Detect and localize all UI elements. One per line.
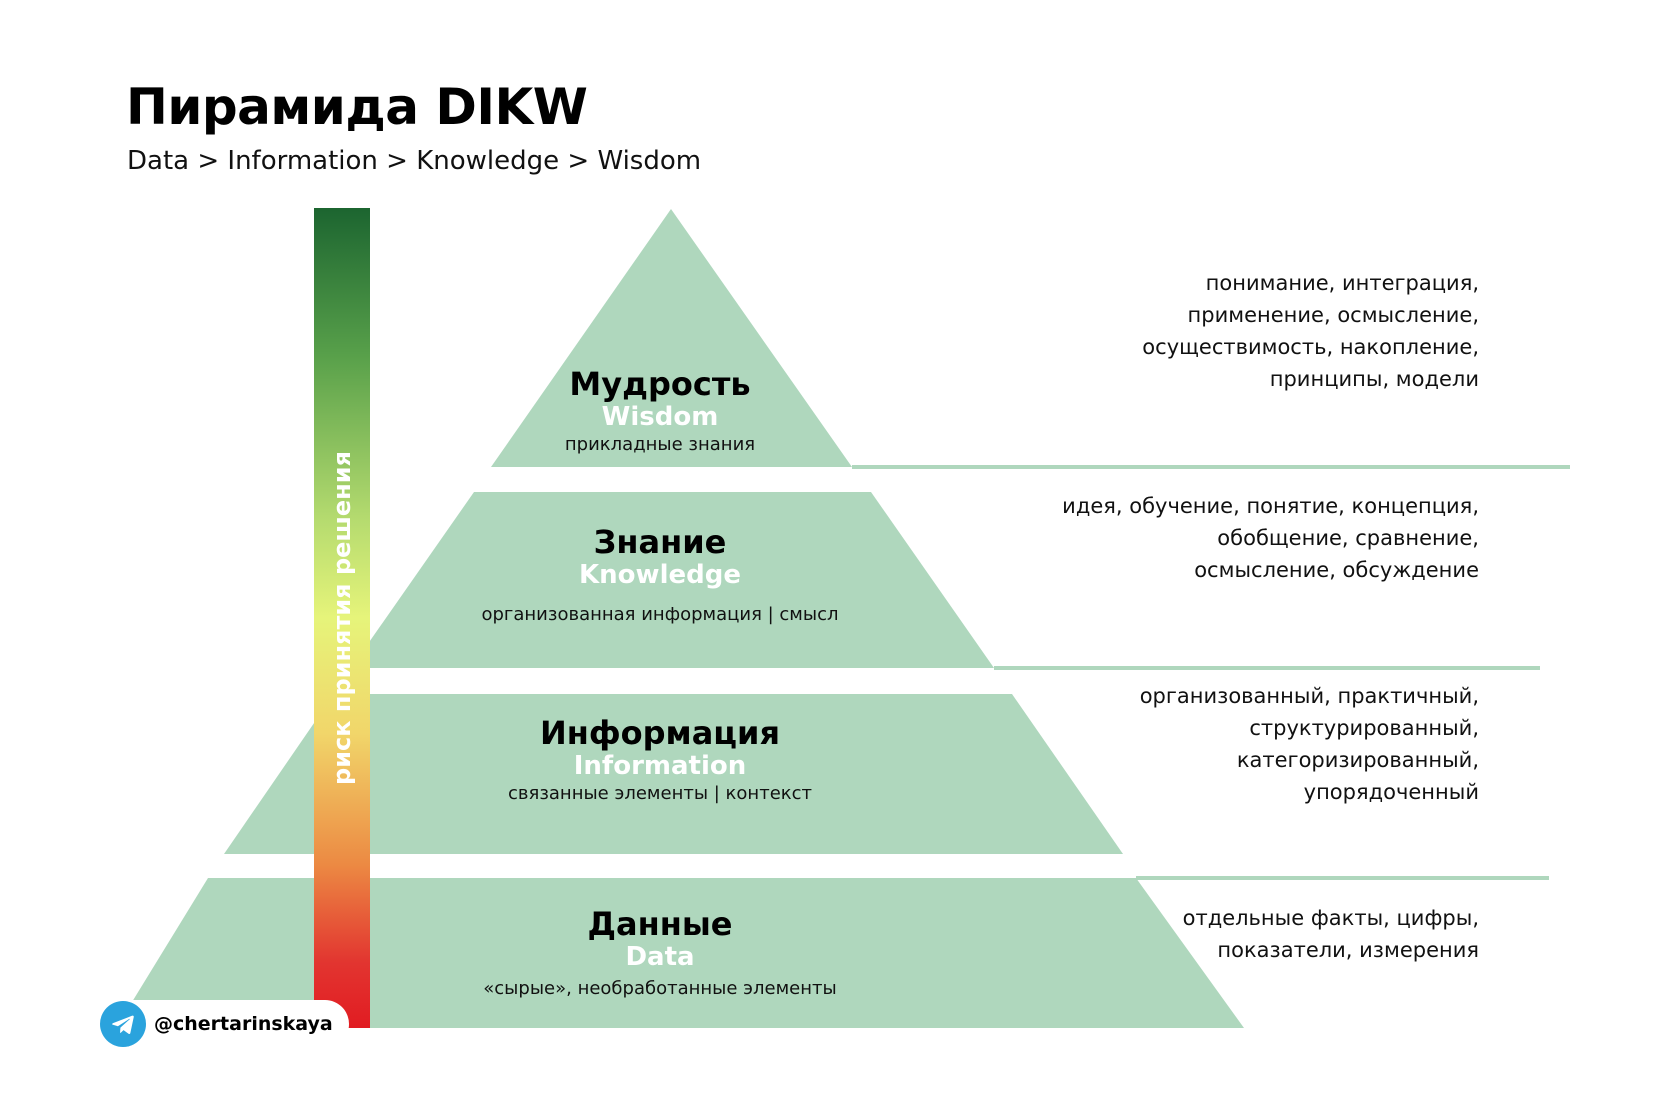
page-subtitle: Data > Information > Knowledge > Wisdom [127, 146, 702, 176]
layer-data-shape [116, 878, 1244, 1028]
layer-knowledge-description: организованная информация | смысл [481, 604, 839, 625]
layer-wisdom: Мудрость Wisdom прикладные знания [565, 366, 755, 458]
keywords-data: отдельные факты, цифры, показатели, изме… [1183, 902, 1479, 966]
keyword-line: понимание, интеграция, [1205, 271, 1479, 295]
keyword-line: упорядоченный [1303, 780, 1479, 804]
keywords-wisdom: понимание, интеграция, применение, осмыс… [1142, 267, 1479, 395]
telegram-handle-text: @chertarinskaya [154, 1013, 333, 1035]
keywords-knowledge: идея, обучение, понятие, концепция, обоб… [1062, 490, 1479, 586]
layer-data: Данные Data «сырые», необработанные элем… [483, 906, 836, 1002]
layer-data-english: Data [625, 942, 695, 972]
connector-line-wisdom [852, 465, 1570, 469]
telegram-icon [100, 1001, 146, 1047]
layer-information-english: Information [573, 751, 747, 781]
telegram-handle[interactable]: @chertarinskaya [100, 1000, 349, 1048]
keyword-line: обобщение, сравнение, [1217, 526, 1479, 550]
layer-wisdom-title: Мудрость [569, 365, 751, 403]
page-title: Пирамида DIKW [126, 78, 588, 136]
keyword-line: категоризированный, [1236, 748, 1479, 772]
telegram-plane-glyph [112, 1015, 134, 1035]
layer-information-description: связанные элементы | контекст [507, 783, 813, 804]
risk-gradient-scale [314, 208, 370, 1028]
keyword-line: принципы, модели [1269, 367, 1479, 391]
connector-line-data [1136, 876, 1549, 880]
layer-information: Информация Information связанные элемент… [508, 715, 812, 807]
keyword-line: показатели, измерения [1217, 938, 1479, 962]
layer-data-title: Данные [587, 905, 733, 943]
keyword-line: отдельные факты, цифры, [1182, 906, 1479, 930]
keyword-line: идея, обучение, понятие, концепция, [1062, 494, 1479, 518]
connector-line-knowledge [994, 666, 1540, 670]
layer-knowledge-shape [351, 492, 994, 668]
layer-knowledge-title: Знание [593, 523, 727, 561]
keyword-line: осуществимость, накопление, [1142, 335, 1479, 359]
keywords-information: организованный, практичный, структуриров… [1140, 680, 1479, 808]
layer-data-description: «сырые», необработанные элементы [483, 978, 837, 999]
layer-knowledge: Знание Knowledge организованная информац… [481, 524, 838, 628]
keyword-line: применение, осмысление, [1187, 303, 1479, 327]
layer-information-shape [224, 694, 1123, 854]
keyword-line: организованный, практичный, [1139, 684, 1479, 708]
risk-scale-label: риск принятия решения [328, 451, 356, 785]
layer-wisdom-english: Wisdom [601, 402, 719, 432]
layer-wisdom-shape [491, 209, 852, 467]
keyword-line: осмысление, обсуждение [1194, 558, 1479, 582]
layer-knowledge-english: Knowledge [579, 560, 741, 590]
layer-wisdom-description: прикладные знания [564, 434, 756, 455]
layer-information-title: Информация [540, 714, 780, 752]
keyword-line: структурированный, [1249, 716, 1479, 740]
